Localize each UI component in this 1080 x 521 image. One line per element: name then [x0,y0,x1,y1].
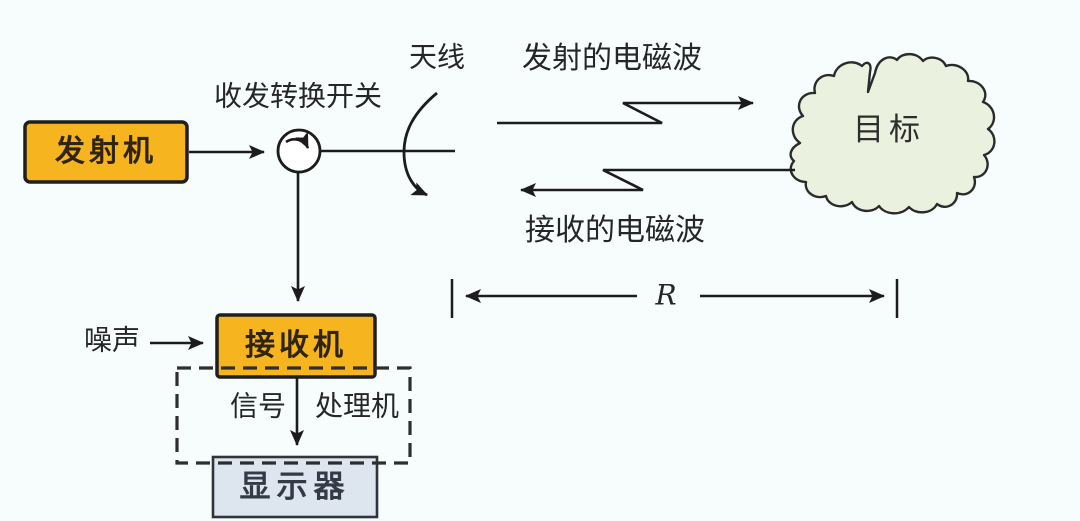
display-label: 显示器 [240,469,351,504]
duplexer-circle [276,128,322,174]
target-cloud [789,52,996,215]
antenna-arc-icon [402,91,438,197]
duplexer-rotation-arrow-icon [285,131,310,149]
noise-label: 噪声 [84,324,140,356]
transmitter-label: 发射机 [54,135,157,168]
range-label: R [654,279,676,312]
transmitted-wave-arrow [497,96,754,125]
display-box [211,455,379,519]
receiver-label: 接收机 [245,329,347,362]
signal-label: 信号 [230,390,286,422]
target-label: 目标 [853,112,925,147]
signal-processor-dashed-box [175,366,412,465]
received-wave-arrow [520,168,795,197]
transmitter-box [23,120,189,184]
received-wave-label: 接收的电磁波 [525,214,705,247]
transmitted-wave-label: 发射的电磁波 [522,42,702,75]
duplexer-label: 收发转换开关 [214,80,382,112]
antenna-label: 天线 [409,41,465,73]
processor-label: 处理机 [315,390,399,422]
